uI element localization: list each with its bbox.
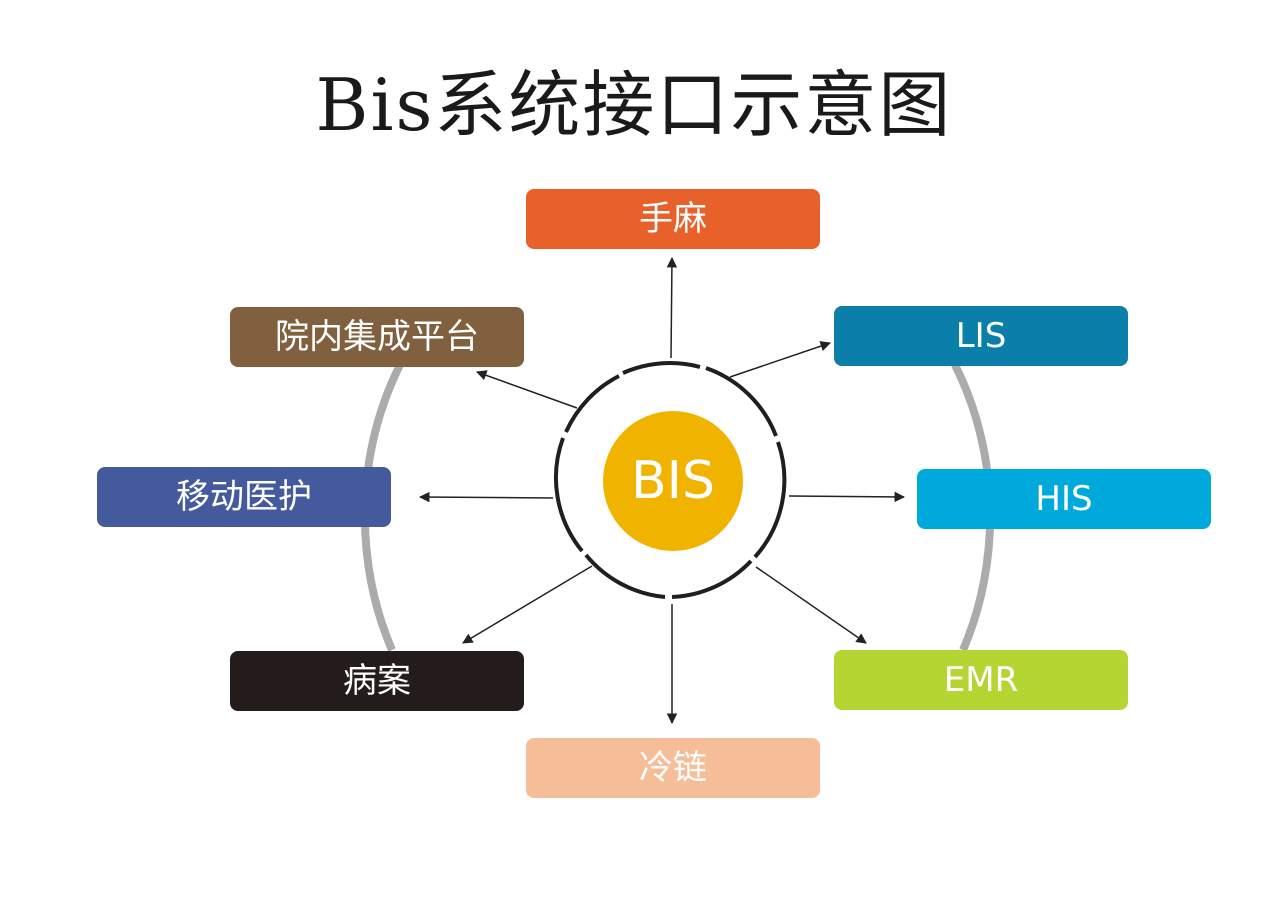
arrow-to-emr (755, 566, 867, 644)
center-ring (553, 361, 787, 599)
arrow-to-yuannei (476, 370, 578, 409)
node-lis[interactable]: LIS (834, 306, 1128, 366)
node-emr[interactable]: EMR (834, 650, 1128, 710)
node-shouma[interactable]: 手麻 (526, 189, 820, 249)
arrow-to-bingan (462, 565, 593, 644)
node-lenglian[interactable]: 冷链 (526, 738, 820, 798)
center-circle (603, 411, 743, 551)
center-label: BIS (630, 451, 716, 511)
arrow-to-his (788, 491, 906, 503)
node-yuannei[interactable]: 院内集成平台 (230, 307, 524, 367)
node-his[interactable]: HIS (917, 469, 1211, 529)
node-bingan[interactable]: 病案 (230, 651, 524, 711)
diagram-title: Bis系统接口示意图 (315, 63, 953, 147)
arrow-to-yidong (418, 491, 554, 503)
arrow-to-shouma (666, 256, 678, 359)
arrow-to-lis (729, 341, 831, 378)
node-yidong[interactable]: 移动医护 (97, 467, 391, 527)
